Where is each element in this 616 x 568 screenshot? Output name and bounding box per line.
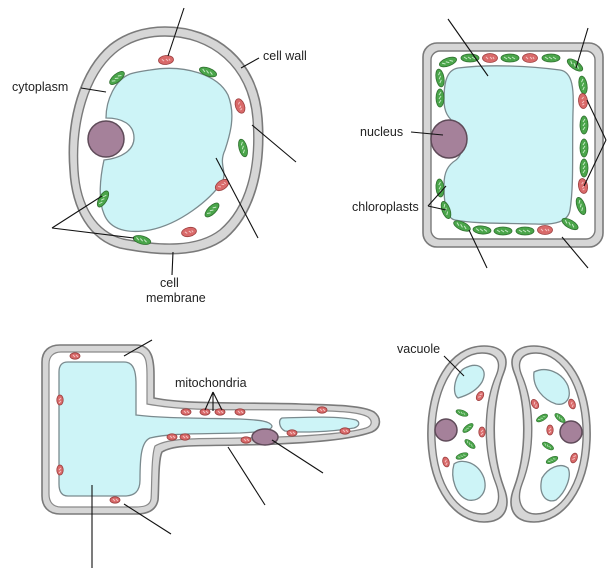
leader-line — [272, 440, 323, 473]
mitochondrion — [317, 407, 327, 413]
vacuole-label: vacuole — [397, 342, 440, 356]
chloroplast — [580, 116, 588, 134]
chloroplast — [501, 54, 519, 62]
chloroplast — [516, 227, 534, 235]
leader-line — [241, 58, 259, 68]
nucleus-label: nucleus — [360, 125, 403, 139]
mitochondrion — [167, 434, 177, 440]
chloroplast — [580, 159, 588, 177]
mitochondrion — [110, 497, 120, 503]
mitochondrion — [57, 395, 63, 405]
chloroplast — [494, 227, 512, 235]
cell-membrane-label-line1: cell — [160, 276, 179, 290]
chloroplast — [436, 89, 444, 107]
mitochondrion — [180, 434, 190, 440]
mitochondrion — [241, 437, 251, 443]
nucleus — [252, 429, 278, 445]
mitochondrion — [547, 425, 553, 435]
cell-membrane-label-line2: membrane — [146, 291, 206, 305]
cytoplasm-label: cytoplasm — [12, 80, 68, 94]
mitochondrion — [479, 427, 485, 437]
mitochondrion — [523, 54, 538, 63]
chloroplast — [580, 139, 588, 157]
root-hair-cell: mitochondria — [42, 340, 379, 568]
chloroplast — [542, 54, 560, 62]
nucleus — [431, 120, 467, 158]
mitochondrion — [57, 465, 63, 475]
nucleus — [560, 421, 582, 443]
cell-wall-label: cell wall — [263, 49, 307, 63]
chloroplasts-label: chloroplasts — [352, 200, 419, 214]
mitochondrion — [538, 226, 553, 235]
guard-cells: vacuole — [397, 342, 590, 522]
square-plant-cell: nucleus chloroplasts — [352, 19, 606, 268]
round-plant-cell: cell wall cytoplasm cell membrane — [12, 8, 307, 305]
mitochondrion — [70, 353, 80, 359]
nucleus — [88, 121, 124, 157]
leader-line — [172, 252, 173, 275]
chloroplast — [461, 54, 479, 62]
mitochondrion — [287, 430, 297, 436]
mitochondrion — [340, 428, 350, 434]
leader-line — [228, 447, 265, 505]
mitochondrion — [235, 409, 245, 415]
mitochondrion — [181, 409, 191, 415]
mitochondrion — [215, 409, 225, 415]
mitochondrion — [483, 54, 498, 63]
nucleus — [435, 419, 457, 441]
mitochondria-label: mitochondria — [175, 376, 247, 390]
